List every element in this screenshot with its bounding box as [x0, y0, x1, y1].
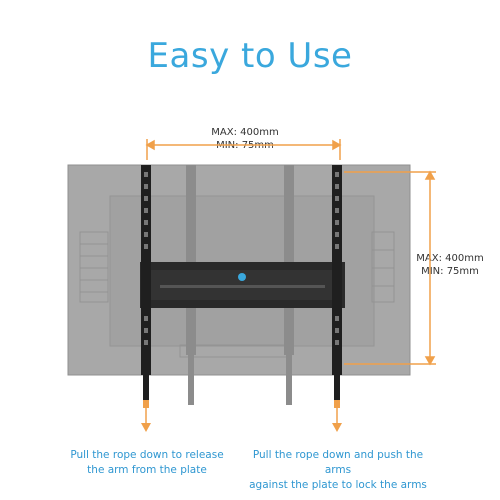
vertical-dimension-label: MAX: 400mm MIN: 75mm — [410, 252, 490, 278]
caption-release-line-1: Pull the rope down to release — [70, 449, 224, 461]
vertical-min: MIN: 75mm — [421, 266, 479, 277]
caption-lock: Pull the rope down and push the arms aga… — [248, 448, 428, 493]
caption-lock-line-1: Pull the rope down and push the arms — [252, 449, 424, 476]
vertical-max: MAX: 400mm — [416, 253, 484, 264]
horizontal-dimension-line — [145, 139, 342, 160]
rope-pull-left — [141, 400, 151, 432]
wall-plate — [140, 262, 345, 308]
vertical-dimension-line — [344, 170, 436, 366]
page-title: Easy to Use — [147, 36, 353, 76]
caption-release-line-2: the arm from the plate — [87, 464, 207, 476]
caption-release: Pull the rope down to release the arm fr… — [62, 448, 232, 478]
vent-grid-left — [79, 231, 109, 303]
horizontal-max: MAX: 400mm — [211, 127, 279, 138]
caption-lock-line-2: against the plate to lock the arms — [249, 479, 427, 491]
arms-locked — [141, 165, 342, 400]
rope-pull-right — [332, 400, 342, 432]
vent-grid-right — [371, 231, 395, 303]
arms-released — [186, 165, 294, 405]
arm-holes — [144, 172, 339, 345]
